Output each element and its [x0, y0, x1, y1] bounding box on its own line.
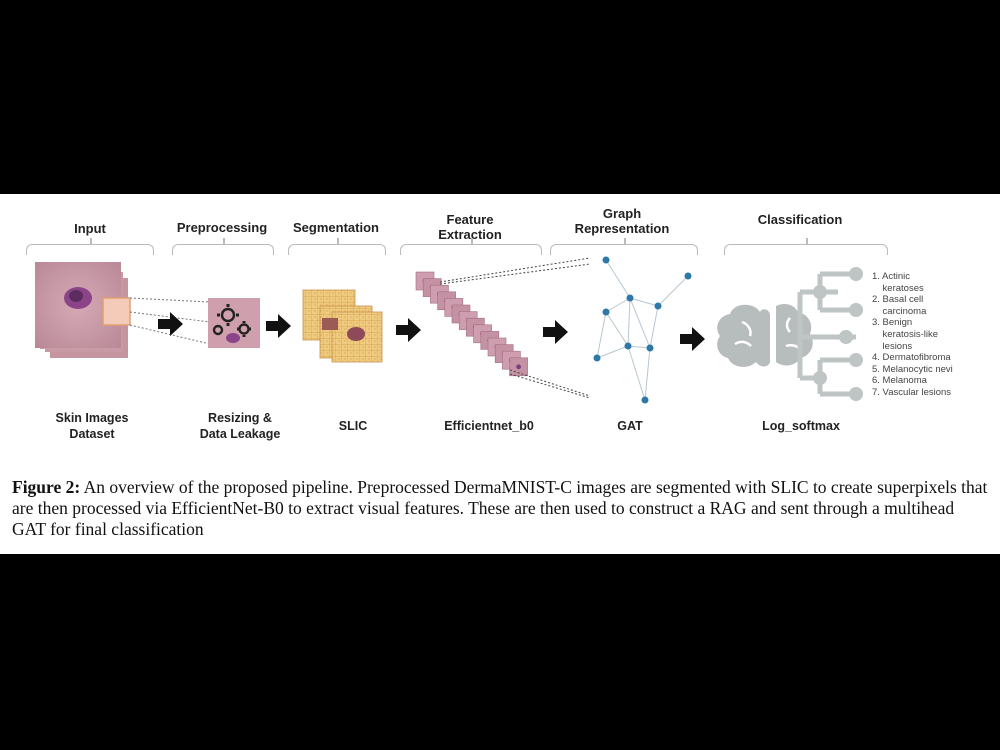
- brace-feature-extraction: [400, 238, 542, 255]
- class-item: 1. Actinic keratoses: [872, 271, 924, 294]
- graph-node: [626, 294, 634, 302]
- figure-caption: Figure 2: An overview of the proposed pi…: [12, 477, 992, 540]
- input-image-stack: [35, 262, 131, 358]
- tree-nodes: [813, 267, 863, 401]
- brain-icon: [717, 304, 813, 367]
- class-item: 6. Melanoma: [872, 375, 927, 387]
- stage-title-feature-extraction: Feature Extraction: [438, 212, 502, 242]
- brace-input: [26, 238, 154, 255]
- stage-label-input: Skin Images Dataset: [55, 411, 129, 441]
- class-item: 2. Basal cell carcinoma: [872, 294, 927, 317]
- caption-lead: Figure 2:: [12, 477, 81, 497]
- class-item: 7. Vascular lesions: [872, 386, 952, 398]
- graph-node: [646, 344, 654, 352]
- stage-title-segmentation: Segmentation: [293, 220, 379, 235]
- class-item: 5. Melanocytic nevi: [872, 363, 953, 375]
- preprocessing-image: [208, 298, 260, 348]
- pipeline-graphics: [35, 256, 863, 404]
- stage-label-classification: Log_softmax: [762, 419, 840, 433]
- brace-graph-representation: [550, 238, 698, 255]
- caption-text: An overview of the proposed pipeline. Pr…: [12, 477, 988, 539]
- graph-node: [684, 272, 692, 280]
- graph-node: [593, 354, 601, 362]
- stage-label-graph-representation: GAT: [617, 419, 643, 433]
- arrows: [158, 312, 705, 351]
- stage-label-segmentation: SLIC: [338, 419, 368, 433]
- feature-tile-stack: [415, 271, 528, 377]
- graph-node: [654, 302, 662, 310]
- class-list: 1. Actinic keratoses 2. Basal cell carci…: [872, 271, 953, 399]
- feature-tile-lesion: [516, 364, 521, 370]
- graph-node: [602, 308, 610, 316]
- graph-node: [602, 256, 610, 264]
- graph-node: [624, 342, 632, 350]
- graph-rag: [593, 256, 692, 404]
- graph-node: [641, 396, 649, 404]
- brace-preprocessing: [172, 238, 274, 255]
- stage-label-preprocessing: Resizing & Data Leakage: [199, 411, 281, 441]
- pipeline-figure: Input Preprocessing Segmentation Feature…: [0, 194, 1000, 554]
- stage-title-classification: Classification: [757, 212, 843, 227]
- segmentation-stack: [302, 289, 383, 363]
- stage-title-input: Input: [74, 221, 106, 236]
- brace-segmentation: [288, 238, 386, 255]
- stage-title-graph-representation: Graph Representation: [574, 206, 670, 236]
- class-item: 4. Dermatofibroma: [872, 352, 951, 364]
- stage-label-feature-extraction: Efficientnet_b0: [444, 419, 534, 433]
- stage-title-preprocessing: Preprocessing: [176, 220, 268, 235]
- brace-classification: [724, 238, 888, 255]
- class-item: 3. Benign keratosis-like lesions: [872, 317, 938, 352]
